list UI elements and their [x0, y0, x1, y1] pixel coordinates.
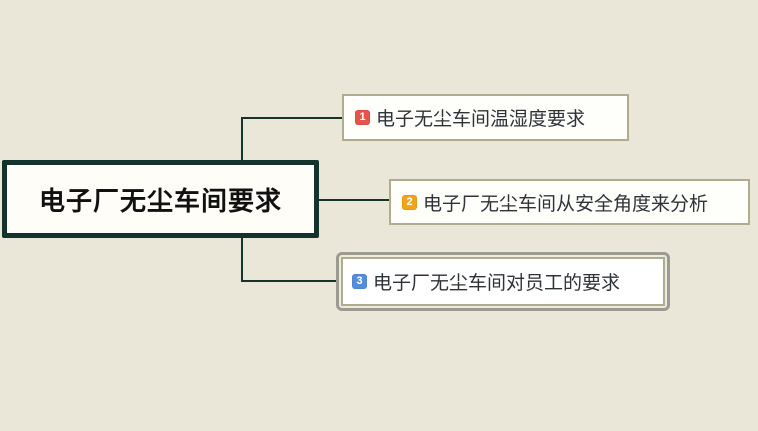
- topic-node-3-selection-ring[interactable]: 3 电子厂无尘车间对员工的要求: [336, 252, 670, 311]
- topic-1-label: 电子无尘车间温湿度要求: [376, 109, 586, 130]
- root-topic-node[interactable]: 电子厂无尘车间要求: [2, 160, 319, 238]
- priority-2-marker-icon: 2: [402, 194, 417, 210]
- connector-branch3-vertical: [241, 236, 243, 282]
- root-topic-label: 电子厂无尘车间要求: [38, 185, 282, 216]
- priority-1-marker-icon: 1: [355, 110, 370, 125]
- connector-branch2-horizontal: [319, 199, 390, 201]
- topic-node-2[interactable]: 2 电子厂无尘车间从安全角度来分析: [389, 179, 750, 225]
- topic-node-3[interactable]: 3 电子厂无尘车间对员工的要求: [341, 257, 665, 306]
- connector-branch1-vertical: [241, 117, 243, 162]
- priority-3-marker-icon: 3: [352, 274, 367, 289]
- connector-branch1-horizontal: [241, 117, 344, 119]
- connector-branch3-horizontal: [241, 280, 339, 282]
- topic-node-1[interactable]: 1 电子无尘车间温湿度要求: [342, 94, 629, 141]
- topic-3-label: 电子厂无尘车间对员工的要求: [373, 273, 621, 294]
- topic-2-label: 电子厂无尘车间从安全角度来分析: [423, 193, 709, 215]
